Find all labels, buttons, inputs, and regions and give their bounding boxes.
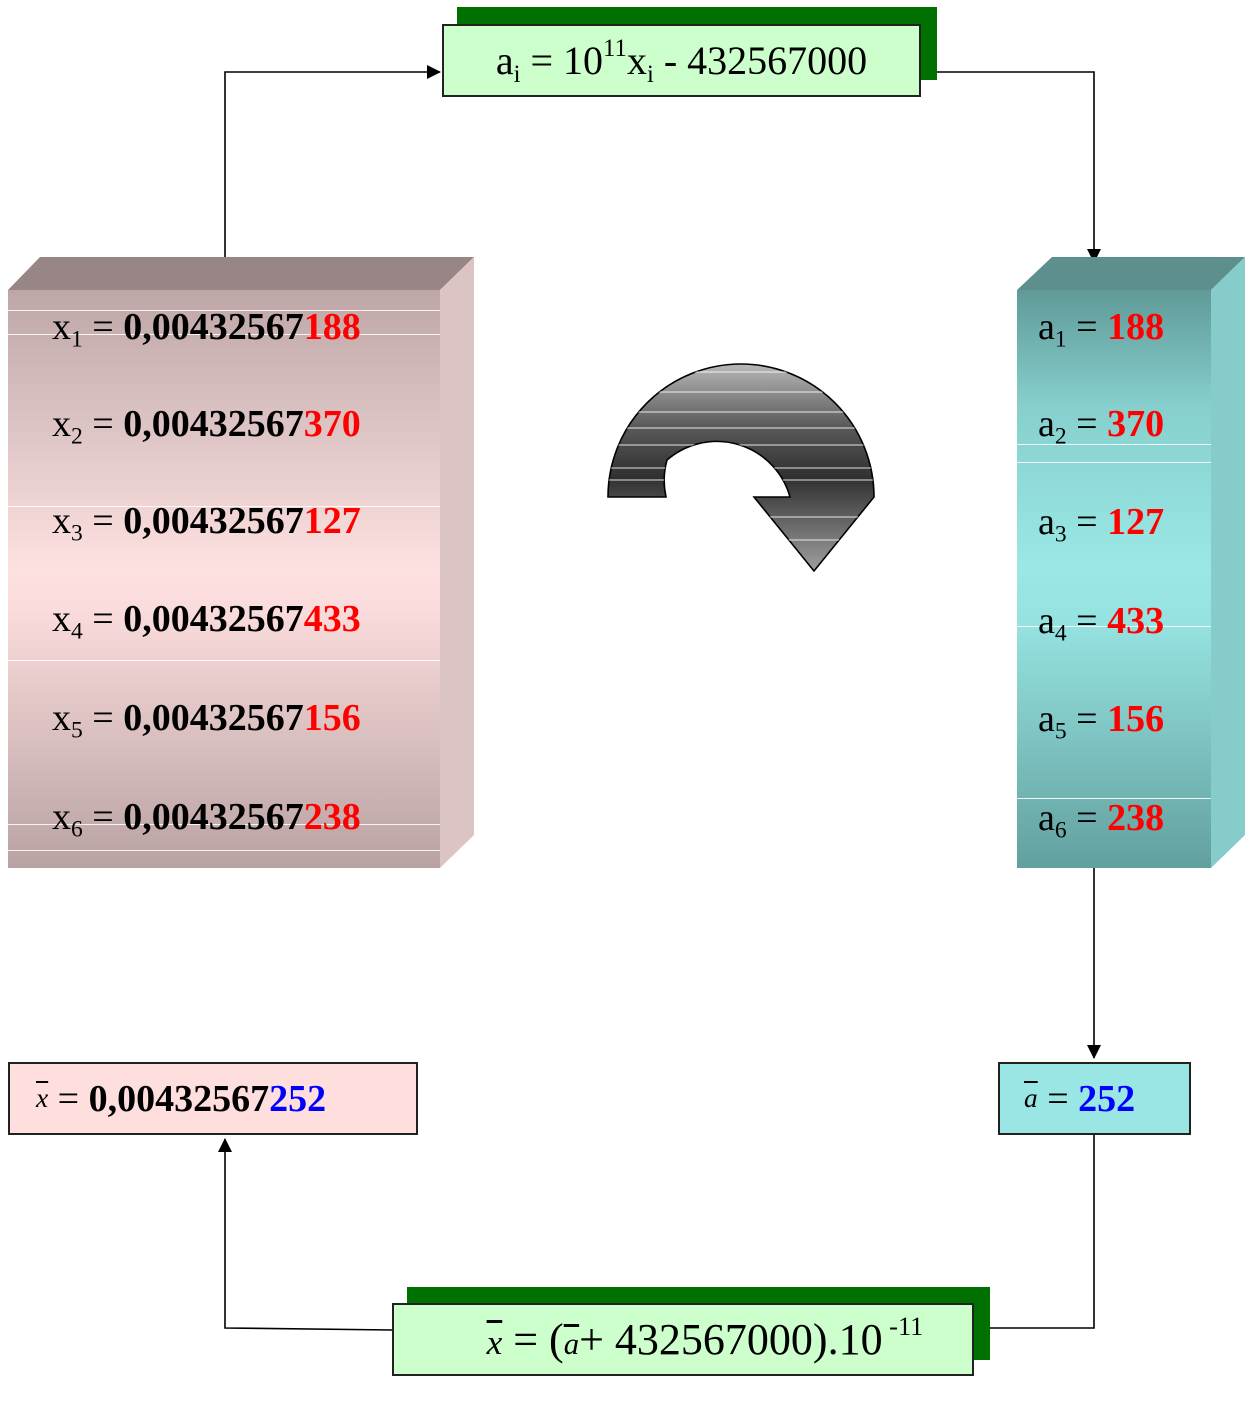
mean-x-prefix: 0,00432567 bbox=[88, 1077, 270, 1120]
arrow-x-to-formula bbox=[224, 65, 441, 265]
a-subscript: 1 bbox=[1054, 326, 1067, 353]
a-value-row: a3 = 127 bbox=[1038, 501, 1165, 546]
a-column-3d-sides bbox=[1017, 257, 1245, 868]
mean-x-equals: = bbox=[48, 1077, 89, 1120]
x-subscript: 6 bbox=[71, 816, 83, 843]
x-value-suffix: 433 bbox=[303, 598, 361, 640]
equals-sign: = bbox=[82, 306, 124, 348]
a-value: 188 bbox=[1107, 306, 1165, 348]
x-values-column bbox=[8, 290, 440, 868]
mean-x-suffix: 252 bbox=[269, 1077, 327, 1120]
a-value-row: a5 = 156 bbox=[1038, 698, 1165, 743]
a-value-row: a2 = 370 bbox=[1038, 403, 1165, 448]
a-symbol: a bbox=[1038, 501, 1055, 543]
equals-sign: = bbox=[82, 697, 124, 739]
x-symbol: x bbox=[52, 697, 71, 739]
x-subscript: 1 bbox=[71, 326, 83, 353]
x-symbol: x bbox=[52, 500, 71, 542]
a-symbol: a bbox=[1038, 797, 1055, 839]
equals-sign: = bbox=[1066, 600, 1108, 642]
a-value-row: a1 = 188 bbox=[1038, 306, 1165, 351]
a-value: 433 bbox=[1107, 600, 1165, 642]
bottom-formula: x = (a+ 432567000).10 -11 bbox=[486, 1311, 924, 1364]
a-symbol: a bbox=[1038, 403, 1055, 445]
top-formula-box: ai = 1011xi - 432567000 bbox=[442, 24, 921, 97]
a-value: 238 bbox=[1107, 797, 1165, 839]
equals-sign: = bbox=[1066, 306, 1108, 348]
x-value-row: x6 = 0,00432567238 bbox=[52, 796, 361, 841]
a-subscript: 6 bbox=[1054, 817, 1067, 844]
a-value: 370 bbox=[1107, 403, 1165, 445]
top-formula: ai = 1011xi - 432567000 bbox=[495, 35, 868, 88]
x-value-suffix: 127 bbox=[303, 500, 361, 542]
a-subscript: 5 bbox=[1054, 718, 1067, 745]
arrow-formula-to-a bbox=[921, 71, 1101, 263]
equals-sign: = bbox=[1066, 501, 1108, 543]
x-value-prefix: 0,00432567 bbox=[123, 598, 304, 640]
a-value-row: a6 = 238 bbox=[1038, 797, 1165, 842]
a-subscript: 3 bbox=[1054, 521, 1067, 548]
a-subscript: 2 bbox=[1054, 423, 1067, 450]
x-value-row: x4 = 0,00432567433 bbox=[52, 598, 361, 643]
mean-a-value: 252 bbox=[1078, 1077, 1136, 1120]
mean-x-symbol: x bbox=[36, 1083, 49, 1113]
a-values-column bbox=[1017, 290, 1211, 868]
curved-arrow-icon bbox=[607, 363, 875, 573]
a-value: 127 bbox=[1107, 501, 1165, 543]
a-subscript: 4 bbox=[1054, 620, 1067, 647]
a-value: 156 bbox=[1107, 698, 1165, 740]
equals-sign: = bbox=[1066, 403, 1108, 445]
a-symbol: a bbox=[1038, 698, 1055, 740]
bottom-formula-box: x = (a+ 432567000).10 -11 bbox=[392, 1303, 974, 1376]
x-value-row: x2 = 0,00432567370 bbox=[52, 403, 361, 448]
equals-sign: = bbox=[1066, 797, 1108, 839]
equals-sign: = bbox=[82, 796, 124, 838]
mean-a-box: a = 252 bbox=[998, 1062, 1191, 1135]
a-symbol: a bbox=[1038, 600, 1055, 642]
x-symbol: x bbox=[52, 598, 71, 640]
equals-sign: = bbox=[82, 500, 124, 542]
x-column-3d-sides bbox=[8, 257, 474, 868]
x-symbol: x bbox=[52, 796, 71, 838]
arrow-mean-to-formula bbox=[974, 1135, 1095, 1335]
a-value-row: a4 = 433 bbox=[1038, 600, 1165, 645]
x-value-prefix: 0,00432567 bbox=[123, 796, 304, 838]
equals-sign: = bbox=[82, 403, 124, 445]
x-subscript: 5 bbox=[71, 717, 83, 744]
x-value-suffix: 238 bbox=[303, 796, 361, 838]
connector-lines bbox=[218, 65, 1101, 1335]
x-value-row: x1 = 0,00432567188 bbox=[52, 306, 361, 351]
x-value-suffix: 188 bbox=[303, 306, 361, 348]
x-value-suffix: 156 bbox=[303, 697, 361, 739]
x-value-prefix: 0,00432567 bbox=[123, 500, 304, 542]
x-symbol: x bbox=[52, 306, 71, 348]
arrow-formula-to-mean-x bbox=[218, 1138, 393, 1331]
x-subscript: 4 bbox=[71, 618, 83, 645]
x-subscript: 2 bbox=[71, 423, 83, 450]
x-subscript: 3 bbox=[71, 520, 83, 547]
x-value-prefix: 0,00432567 bbox=[123, 306, 304, 348]
equals-sign: = bbox=[1066, 698, 1108, 740]
mean-a-symbol: a bbox=[1024, 1083, 1038, 1113]
x-value-suffix: 370 bbox=[303, 403, 361, 445]
x-value-row: x3 = 0,00432567127 bbox=[52, 500, 361, 545]
mean-a-equals: = bbox=[1037, 1077, 1079, 1120]
x-value-prefix: 0,00432567 bbox=[123, 403, 304, 445]
equals-sign: = bbox=[82, 598, 124, 640]
x-value-prefix: 0,00432567 bbox=[123, 697, 304, 739]
x-symbol: x bbox=[52, 403, 71, 445]
x-value-row: x5 = 0,00432567156 bbox=[52, 697, 361, 742]
a-symbol: a bbox=[1038, 306, 1055, 348]
